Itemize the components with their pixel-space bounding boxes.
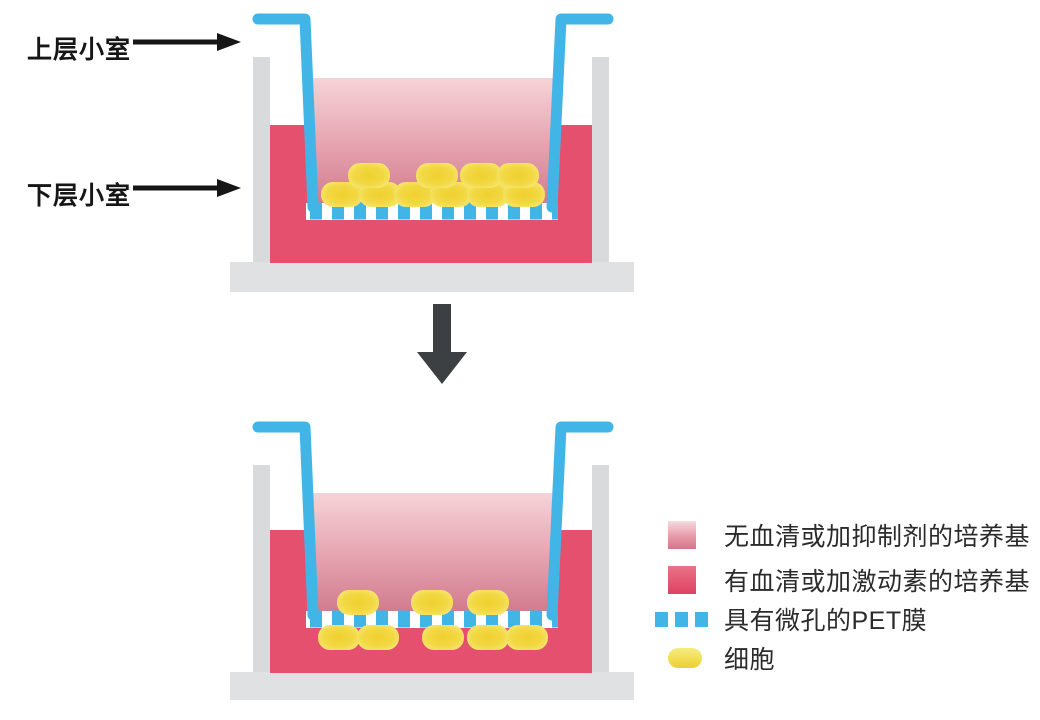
upper-chamber-medium bbox=[303, 493, 562, 612]
insert-right-wall bbox=[546, 13, 614, 213]
membrane-dash bbox=[655, 611, 668, 627]
outer-well-base bbox=[230, 672, 634, 700]
cell bbox=[321, 182, 363, 207]
legend-label: 无血清或加抑制剂的培养基 bbox=[724, 523, 1031, 551]
cell bbox=[357, 625, 399, 650]
arrow-right-icon bbox=[133, 33, 241, 51]
legend-label: 具有微孔的PET膜 bbox=[724, 607, 928, 635]
cell bbox=[460, 163, 502, 188]
cell bbox=[430, 182, 472, 207]
legend-item-serum-medium: 有血清或加激动素的培养基 bbox=[650, 562, 1030, 598]
arrow-right-icon bbox=[133, 179, 241, 197]
cell bbox=[503, 182, 545, 207]
cells-on-membrane bbox=[321, 163, 545, 207]
arrow-shaft bbox=[433, 304, 451, 354]
upper-chamber-label: 上层小室 bbox=[27, 36, 132, 64]
membrane-dash bbox=[695, 611, 708, 627]
cell bbox=[411, 590, 453, 615]
membrane-dash bbox=[675, 611, 688, 627]
cell bbox=[318, 625, 360, 650]
legend-item-cells: 细胞 bbox=[650, 640, 775, 676]
cell bbox=[337, 590, 379, 615]
transwell-before-figure bbox=[230, 13, 634, 292]
cell bbox=[359, 182, 401, 207]
arrow-head bbox=[417, 352, 467, 384]
cells-on-membrane bbox=[337, 590, 509, 615]
legend-label: 细胞 bbox=[724, 646, 776, 674]
legend-item-pet-membrane: 具有微孔的PET膜 bbox=[650, 601, 927, 637]
cell bbox=[497, 163, 539, 188]
membrane-dashes-swatch bbox=[655, 611, 708, 627]
legend-label: 有血清或加激动素的培养基 bbox=[724, 568, 1031, 596]
legend-item-serum-free-medium: 无血清或加抑制剂的培养基 bbox=[650, 517, 1030, 553]
outer-well-right-wall bbox=[592, 465, 609, 673]
outer-well-base bbox=[230, 262, 634, 292]
red-medium-swatch bbox=[668, 566, 696, 594]
outer-well-right-wall bbox=[592, 57, 609, 263]
cell bbox=[348, 163, 390, 188]
arrow-head bbox=[217, 33, 241, 51]
outer-well-left-wall bbox=[253, 465, 270, 673]
insert-left-wall bbox=[252, 13, 319, 213]
outer-well-left-wall bbox=[253, 57, 270, 263]
arrow-down-icon bbox=[417, 304, 467, 384]
cell bbox=[422, 625, 464, 650]
light-pink-medium-swatch bbox=[668, 521, 696, 549]
cell-swatch bbox=[668, 648, 702, 668]
insert-right-wall bbox=[546, 421, 614, 621]
transwell-after-figure bbox=[230, 421, 634, 700]
cell bbox=[394, 182, 436, 207]
cell bbox=[467, 182, 509, 207]
arrow-head bbox=[217, 179, 241, 197]
cell bbox=[467, 590, 509, 615]
cell bbox=[416, 163, 458, 188]
lower-chamber-label: 下层小室 bbox=[27, 182, 132, 210]
cells-below-membrane bbox=[318, 625, 548, 650]
cell bbox=[467, 625, 509, 650]
insert-left-wall bbox=[252, 421, 319, 621]
cell bbox=[506, 625, 548, 650]
